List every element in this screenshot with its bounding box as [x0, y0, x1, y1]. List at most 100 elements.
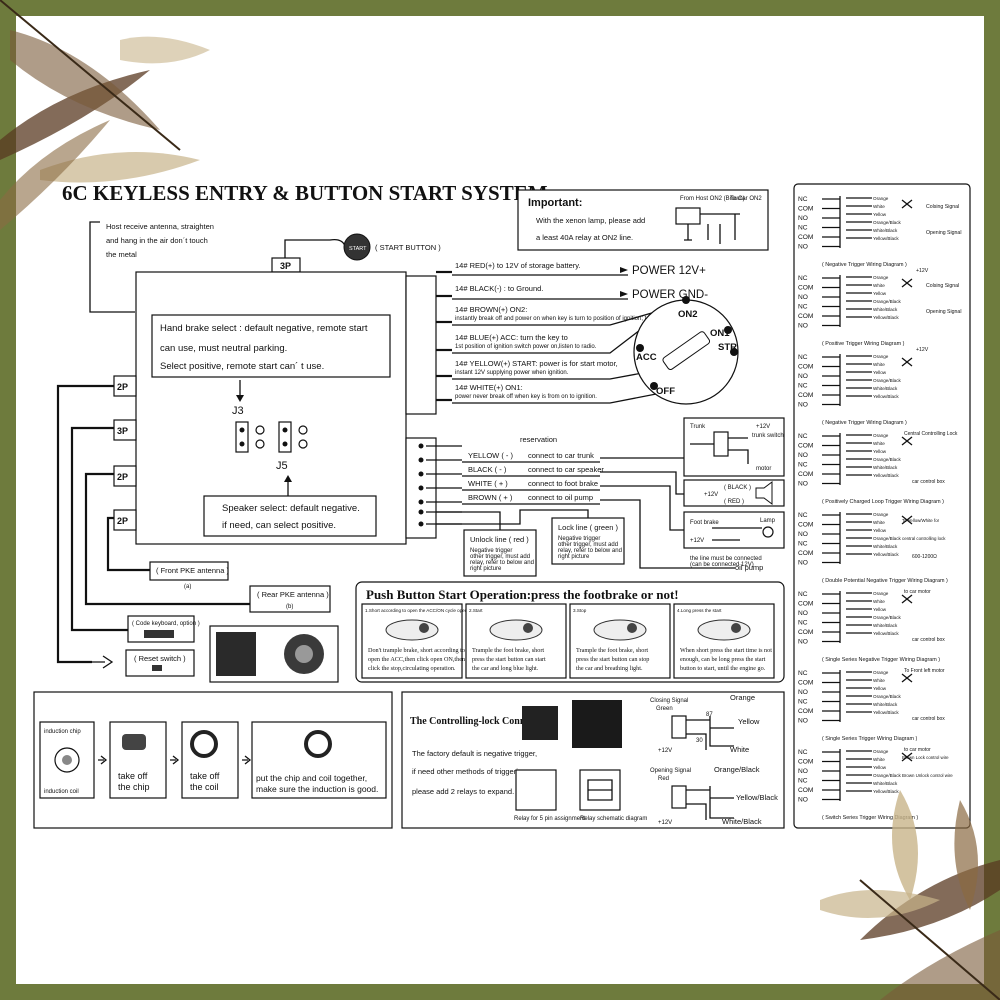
rp-note3-4: 600-1200Ω: [912, 554, 937, 560]
rp-wire-6-0: Orange: [873, 670, 889, 675]
unlock-note-1: Negative trigger: [470, 548, 512, 554]
relay-photo-1: [522, 706, 558, 740]
rp-wire-2-2: Yellow: [873, 370, 887, 375]
pb-step-body-2-1: press the start button can stop: [576, 656, 649, 663]
rp-caption-2: ( Negative Trigger Wiring Diagram ): [822, 420, 907, 426]
jumper-j5-label: J5: [276, 460, 288, 472]
reservation-label: reservation: [520, 435, 557, 444]
j5-pin-1: [282, 427, 288, 433]
rp-term-2-4: COM: [798, 392, 813, 399]
foot-brake-wire: [600, 485, 684, 531]
j3-pin-1: [239, 427, 245, 433]
pb-step-hand-icon-2: [593, 619, 647, 641]
pb-step-head-0: 1.Short according to open the ACC/ON cyc…: [365, 608, 490, 613]
foot-brake-lamp: Lamp: [760, 518, 776, 524]
rp-term-3-3: NC: [798, 462, 808, 469]
aux-yellow-target: connect to car trunk: [528, 451, 594, 460]
push-button-title: Push Button Start Operation:press the fo…: [366, 587, 679, 602]
rp-term-3-0: NC: [798, 433, 808, 440]
rp-term-3-2: NO: [798, 452, 808, 459]
connector-3p-top-label: 3P: [280, 261, 291, 271]
speaker-icon: [755, 481, 773, 505]
coil-photo-icon: [190, 730, 218, 758]
rp-cross-icon-1: [901, 278, 913, 288]
pb-step-body-3-2: button to start, until the engine go.: [680, 665, 766, 672]
connector-3p-side-label: 3P: [117, 426, 128, 436]
rp-wire-5-0: Orange: [873, 591, 889, 596]
brake-lamp-icon: [762, 526, 774, 538]
rp-v-2: +12V: [916, 347, 929, 353]
rp-term-1-2: NO: [798, 294, 808, 301]
rp-box1-6: To Front left motor: [904, 668, 945, 674]
pb-step-head-3: 4.Long press the start: [677, 608, 722, 613]
pb-step-card-3: [673, 603, 775, 679]
rp-box1-5: to car motor: [904, 589, 931, 595]
induction-arrow-3: [242, 755, 252, 765]
rp-note1-4: To Yellow/White for: [902, 518, 940, 523]
aux-pin-6: [418, 521, 424, 527]
induction-step1-b: the chip: [118, 782, 150, 792]
rp-wire-3-3: Orange/Black: [873, 457, 902, 462]
rp-wire-1-2: Yellow: [873, 291, 887, 296]
rp-term-3-4: COM: [798, 471, 813, 478]
foot-brake-v: +12V: [690, 538, 704, 544]
connector-2p-a-label: 2P: [117, 382, 128, 392]
aux-pin-2: [418, 471, 424, 477]
pb-step-head-2: 3.Stop: [573, 608, 587, 613]
important-mini-a: From Host ON2 (Brown): [680, 196, 745, 202]
connector-2p-b-label: 2P: [117, 472, 128, 482]
pb-step-body-1-2: the car and long blue light.: [472, 665, 539, 672]
rp-term-5-4: COM: [798, 629, 813, 636]
rp-wire-2-5: Yellow/Black: [873, 394, 899, 399]
rp-box2-5: car control box: [912, 637, 945, 643]
rp-wire-1-5: Yellow/Black: [873, 315, 899, 320]
rp-term-6-3: NC: [798, 699, 808, 706]
pb-step-body-1-0: Trample the foot brake, short: [472, 647, 544, 654]
oil-pump-note-1: the line must be connected: [690, 556, 762, 562]
rp-term-1-4: COM: [798, 313, 813, 320]
rp-wire-0-2: Yellow: [873, 212, 887, 217]
important-line-1: With the xenon lamp, please add: [536, 216, 645, 225]
code-keyboard-box: [127, 615, 195, 643]
leaf-decoration-bottom-right: [820, 790, 1000, 1000]
aux-pin-0: [418, 443, 424, 449]
rp-wire-3-4: White/Black: [873, 465, 898, 470]
power-wire-run-3: [452, 329, 641, 354]
trunk-a: +12V: [756, 424, 770, 430]
rear-pke-box: [249, 585, 331, 613]
rp-wire-0-5: Yellow/Black: [873, 236, 899, 241]
diagram-title: 6C KEYLESS ENTRY & BUTTON START SYSTEM: [62, 181, 548, 205]
rp-wire-3-1: White: [873, 441, 885, 446]
jumper-j3: [235, 421, 249, 453]
antenna-wire: [89, 221, 135, 313]
pb-step-card-2: [569, 603, 671, 679]
wire-black-label: 14# BLACK(-) : to Ground.: [455, 284, 543, 293]
reset-plug-icon: [92, 655, 114, 669]
pb-step-body-0-0: Don't trample brake, short according to: [368, 647, 465, 654]
rp-term-3-1: COM: [798, 443, 813, 450]
rp-note1-7: Brown Lock control wire: [902, 755, 949, 760]
aux-pin-5: [418, 509, 424, 515]
pb-step-body-2-0: Trample the foot brake, short: [576, 647, 648, 654]
front-pke-box: [149, 561, 229, 581]
rp-term-6-0: NC: [798, 670, 808, 677]
rp-wire-6-3: Orange/Black: [873, 694, 902, 699]
rp-wire-7-0: Orange: [873, 749, 889, 754]
relay-caption-1: Relay for 5 pin assignment: [514, 816, 585, 822]
aux-white-color: WHITE ( + ): [468, 479, 508, 488]
front-pke-label: ( Front PKE antenna ): [156, 566, 229, 575]
v12-label-2: +12V: [658, 820, 672, 826]
rp-cross-icon-4: [901, 515, 913, 525]
xenon-relay-wires: [684, 213, 740, 244]
hand-brake-note-2: can use, must neutral parking.: [160, 343, 287, 354]
rp-term-6-4: COM: [798, 708, 813, 715]
rp-wire-2-0: Orange: [873, 354, 889, 359]
ign-on1: ON1: [710, 328, 730, 339]
rp-caption-6: ( Single Series Trigger Wiring Diagram ): [822, 736, 917, 742]
important-line-2: a least 40A relay at ON2 line.: [536, 233, 633, 242]
unlock-wire: [436, 511, 501, 530]
install-photo-a: [216, 632, 256, 676]
trigger-reference-panel: [793, 183, 971, 829]
rp-term-2-3: NC: [798, 383, 808, 390]
